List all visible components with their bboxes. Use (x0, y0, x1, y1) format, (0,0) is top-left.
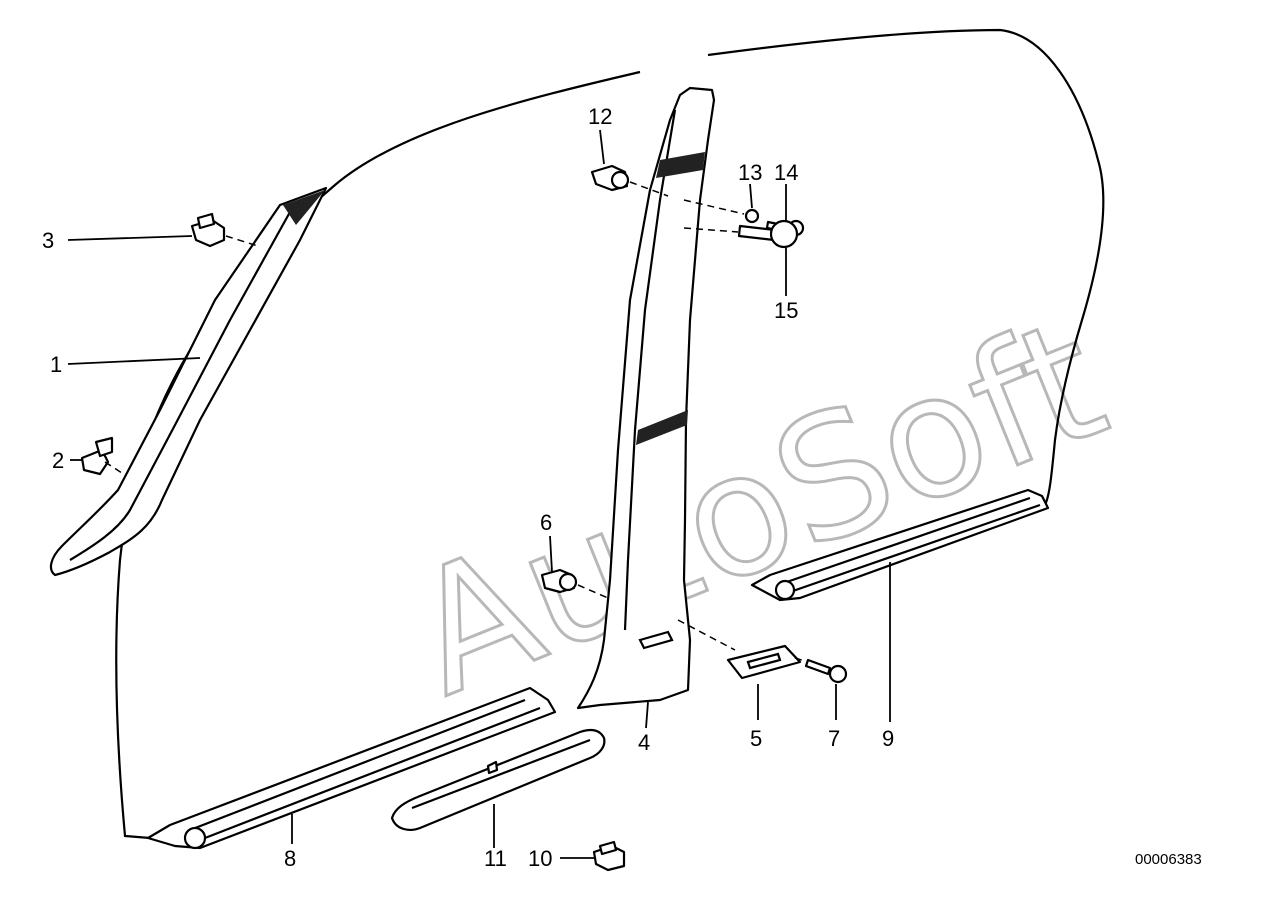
assembly-line-2 (104, 461, 126, 476)
leader-1 (67, 357, 201, 365)
clip-part-2 (80, 436, 114, 476)
bracket-part-5 (726, 644, 802, 680)
cover-part-11-edge (411, 738, 591, 810)
sill-trim-front-groove (189, 698, 541, 840)
assembly-line-13 (683, 199, 745, 215)
b-pillar-trim-crease (623, 109, 677, 631)
callout-12: 12 (588, 104, 612, 129)
callout-7: 7 (828, 726, 840, 751)
callout-1: 1 (50, 352, 62, 377)
callout-14: 14 (774, 160, 798, 185)
callout-2: 2 (52, 448, 64, 473)
cover-part-11-tab (486, 760, 499, 775)
b-pillar-trim-hatch-lower (636, 410, 688, 445)
leader-4 (645, 701, 649, 729)
plug-part-6 (540, 568, 578, 594)
callout-4: 4 (638, 730, 650, 755)
callout-13: 13 (738, 160, 762, 185)
document-number: 00006383 (1135, 851, 1202, 868)
callout-10: 10 (528, 846, 552, 871)
sill-trim-front-end (183, 826, 207, 850)
leader-13 (749, 183, 753, 209)
assembly-line-3 (225, 235, 259, 247)
clip-part-3 (190, 212, 226, 248)
b-pillar-trim-hatch-upper (656, 152, 705, 178)
assembly-line-15 (683, 227, 739, 233)
callout-8: 8 (284, 846, 296, 871)
screw-part-7 (804, 658, 848, 684)
plug-part-12 (590, 164, 630, 192)
a-pillar-trim (49, 186, 328, 577)
callout-9: 9 (882, 726, 894, 751)
body-outline-front (115, 70, 641, 840)
body-outline-rear (707, 28, 1105, 506)
callout-3: 3 (42, 228, 54, 253)
assembly-line-7 (794, 657, 809, 663)
callout-5: 5 (750, 726, 762, 751)
leader-3 (67, 235, 193, 241)
clip-part-10 (592, 840, 626, 872)
a-pillar-trim-hatch (283, 190, 325, 225)
b-pillar-slot (638, 630, 674, 650)
a-pillar-trim-edge (69, 211, 291, 561)
callout-11: 11 (484, 846, 507, 871)
assembly-line-5 (677, 619, 736, 651)
screw-part-15 (737, 219, 799, 249)
sill-trim-rear-end (774, 579, 796, 601)
callout-6: 6 (540, 510, 552, 535)
callout-15: 15 (774, 298, 798, 323)
sill-trim-rear-groove (777, 496, 1041, 594)
b-pillar-trim (576, 86, 716, 710)
nut-part-13 (744, 208, 760, 224)
assembly-line-6 (577, 584, 609, 599)
leader-12 (599, 129, 605, 165)
assembly-line-12 (629, 181, 669, 197)
leader-6 (549, 535, 553, 573)
